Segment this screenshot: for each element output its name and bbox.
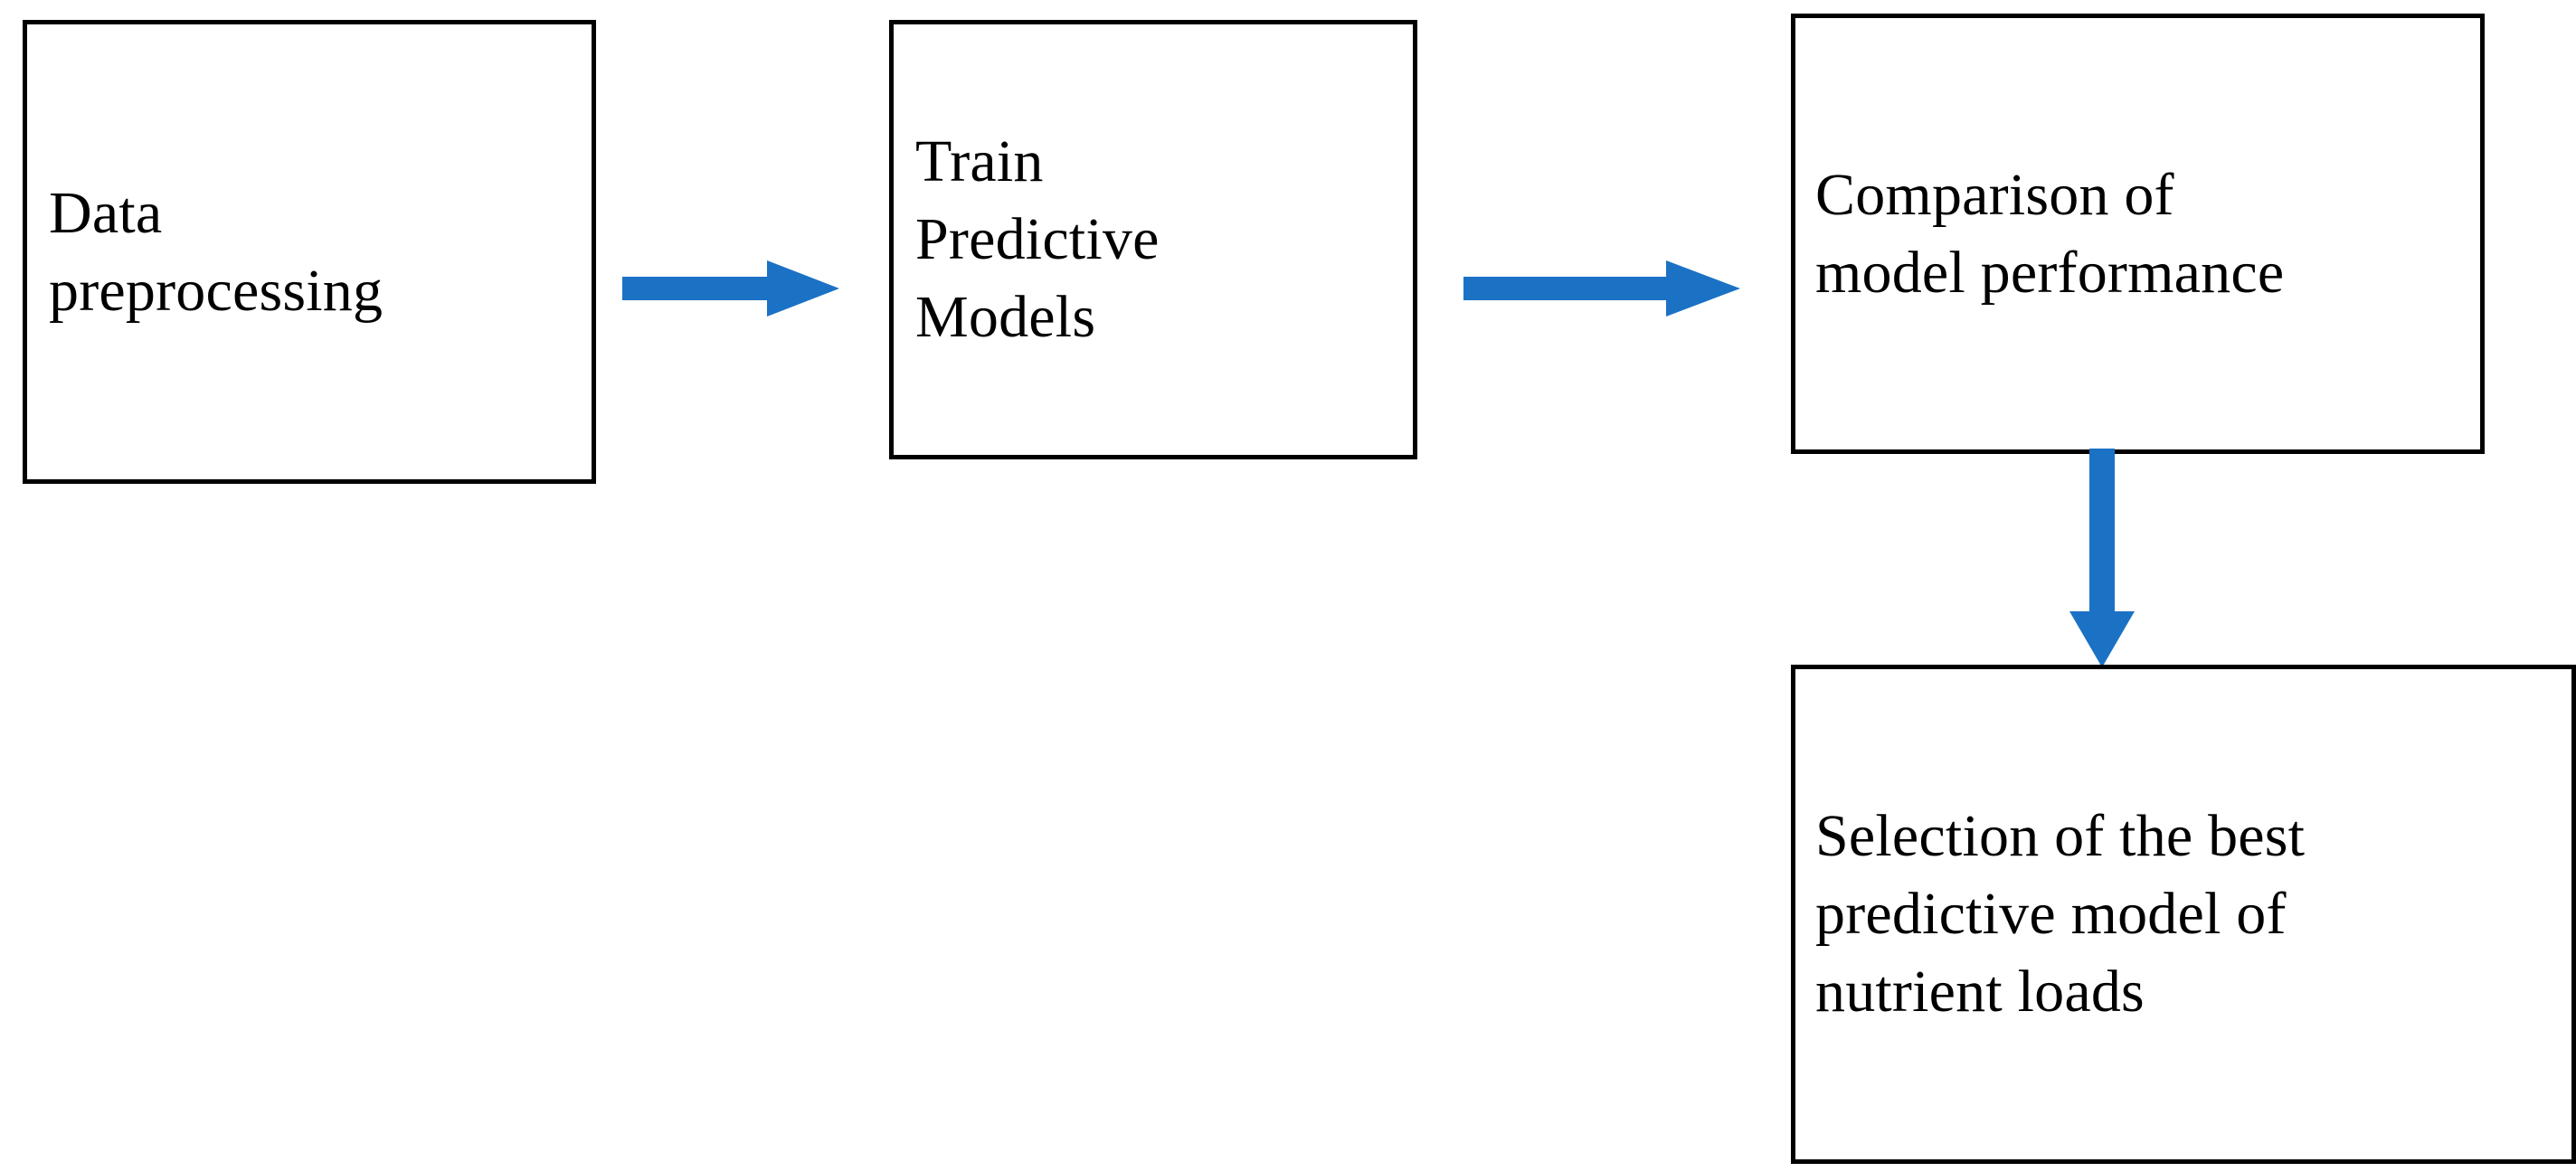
node-selection-label: Selection of the best predictive model o… bbox=[1815, 803, 2306, 1025]
node-selection[interactable]: Selection of the best predictive model o… bbox=[1791, 665, 2576, 1164]
arrow-train-to-comparison-icon bbox=[1463, 260, 1740, 317]
node-train-models-label: Train Predictive Models bbox=[915, 128, 1160, 350]
node-data-preprocessing-label: Data preprocessing bbox=[49, 179, 384, 324]
arrow-comparison-to-selection-icon bbox=[2069, 449, 2135, 667]
arrow-down-icon bbox=[2069, 449, 2135, 667]
node-comparison[interactable]: Comparison of model performance bbox=[1791, 14, 2485, 454]
arrow-right-icon bbox=[1463, 260, 1740, 317]
node-train-models[interactable]: Train Predictive Models bbox=[889, 20, 1417, 459]
node-data-preprocessing[interactable]: Data preprocessing bbox=[23, 20, 596, 484]
arrow-right-icon bbox=[622, 260, 839, 317]
arrow-preprocess-to-train-icon bbox=[622, 260, 839, 317]
node-comparison-label: Comparison of model performance bbox=[1815, 161, 2285, 306]
